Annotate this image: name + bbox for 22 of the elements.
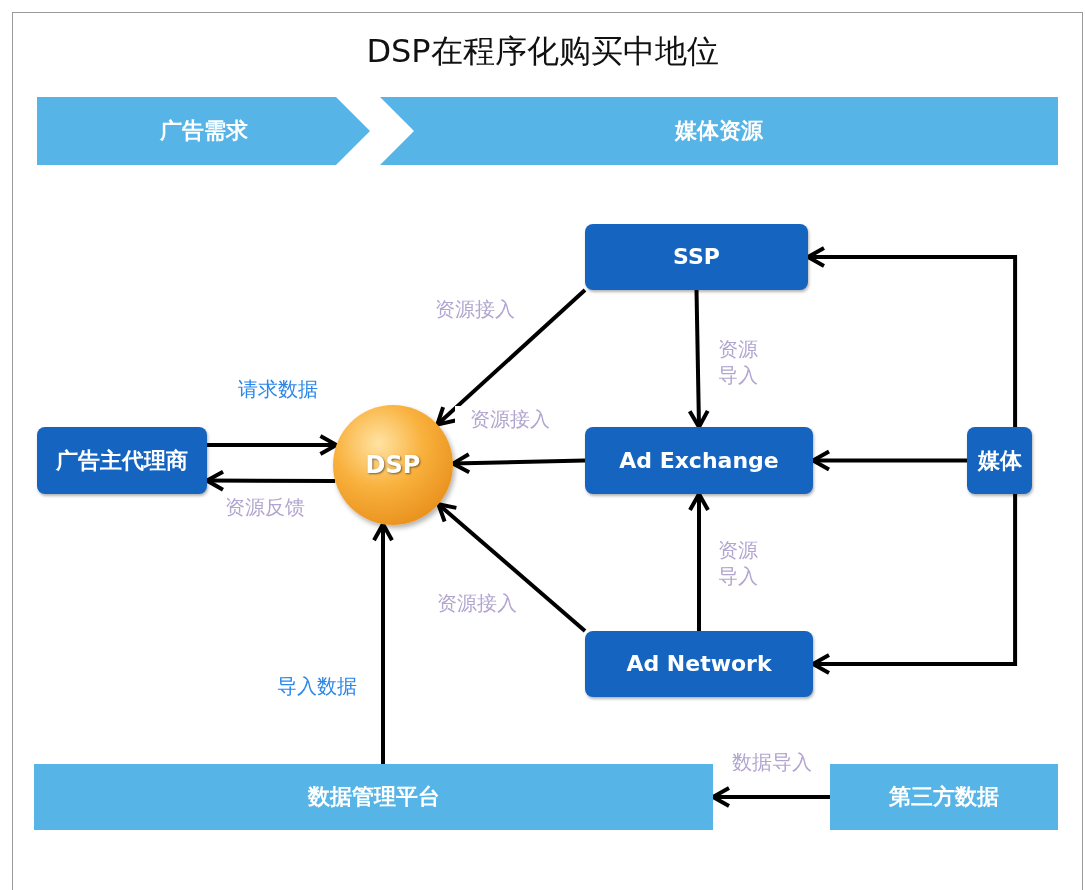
process-box: SSP xyxy=(585,224,808,290)
header-band: 广告需求 xyxy=(37,97,370,165)
arrow xyxy=(687,289,710,429)
header-band: 媒体资源 xyxy=(380,97,1058,165)
arrow xyxy=(688,492,710,631)
arrow xyxy=(372,522,394,764)
arrow xyxy=(435,288,587,427)
process-box: 媒体 xyxy=(967,427,1032,494)
arrow xyxy=(806,246,1018,427)
arrow xyxy=(207,434,339,456)
platform-band: 第三方数据 xyxy=(830,764,1058,830)
dsp-circle: DSP xyxy=(333,405,453,525)
arrow xyxy=(811,494,1018,675)
process-box: Ad Network xyxy=(585,631,813,697)
arrow xyxy=(451,452,586,475)
arrow xyxy=(811,449,967,472)
process-box: 广告主代理商 xyxy=(37,427,207,494)
arrow xyxy=(436,502,587,633)
platform-band: 数据管理平台 xyxy=(34,764,713,830)
diagram-title: DSP在程序化购买中地位 xyxy=(365,31,720,72)
arrow xyxy=(205,469,336,492)
process-box: Ad Exchange xyxy=(585,427,813,494)
